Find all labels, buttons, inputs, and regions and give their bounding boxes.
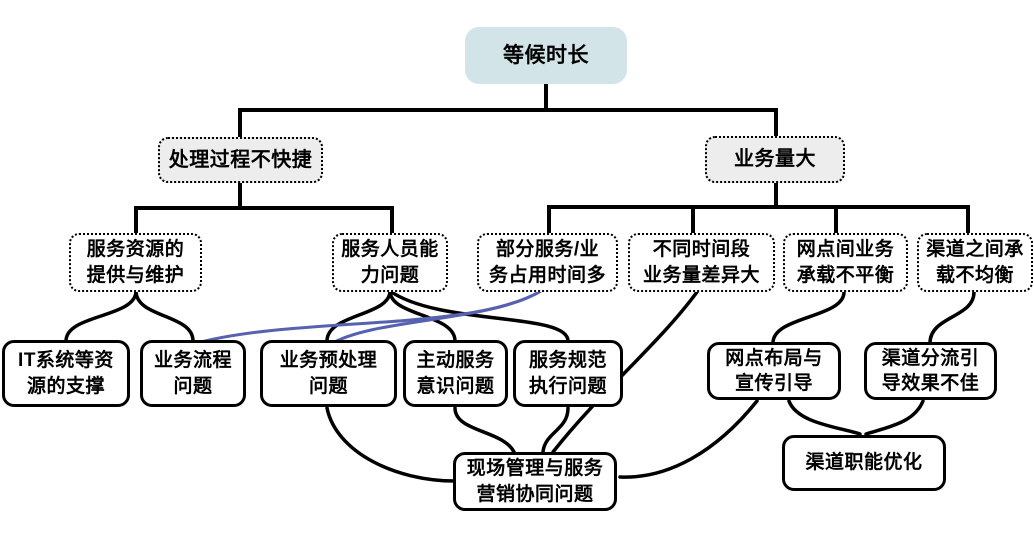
node-staff-capability: 服务人员能 力问题 (332, 233, 448, 292)
node-onsite-management: 现场管理与服务 营销协同问题 (453, 452, 617, 511)
node-preprocessing: 业务预处理 问题 (260, 340, 397, 407)
node-business-process: 业务流程 问题 (140, 340, 246, 407)
node-proactive-awareness: 主动服务 意识问题 (403, 340, 508, 407)
node-service-standard: 服务规范 执行问题 (513, 340, 623, 407)
node-time-period-variance: 不同时间段 业务量差异大 (628, 233, 775, 292)
node-branch-load-imbalance: 网点间业务 承载不平衡 (783, 233, 908, 292)
node-business-volume: 业务量大 (705, 136, 845, 183)
node-process-not-fast: 处理过程不快捷 (158, 137, 323, 183)
node-branch-layout: 网点布局与 宣传引导 (707, 342, 841, 400)
node-channel-function: 渠道职能优化 (782, 435, 946, 491)
node-waiting-time: 等候时长 (465, 27, 627, 84)
node-service-resource: 服务资源的 提供与维护 (69, 233, 202, 292)
highlight-connectors (195, 289, 543, 346)
node-channel-load-imbalance: 渠道之间承 载不均衡 (917, 233, 1033, 292)
node-channel-diversion: 渠道分流引 导效果不佳 (864, 342, 997, 400)
node-service-time-occupancy: 部分服务/业 务占用时间多 (477, 233, 618, 292)
node-it-system-support: IT系统等资 源的支撑 (2, 340, 130, 407)
